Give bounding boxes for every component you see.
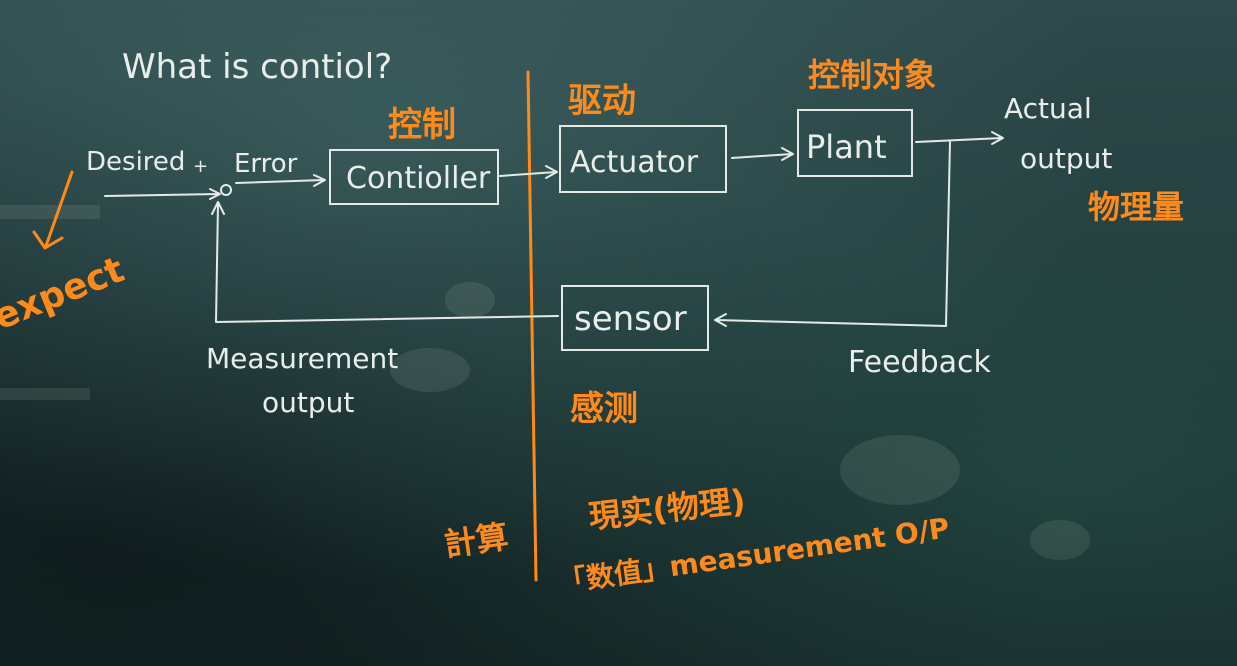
reality-annotation: 現实(物理) <box>587 482 747 536</box>
desired-arrow <box>104 188 221 200</box>
feedback-path <box>714 141 951 327</box>
physical-quantity-annotation: 物理量 <box>1088 188 1184 226</box>
actual-output-label-line2: output <box>1020 142 1112 175</box>
actual-output-label-line1: Actual <box>1004 92 1092 125</box>
actuator-annotation: 驱动 <box>568 81 636 121</box>
plant-label: Plant <box>806 128 887 166</box>
sensor-annotation: 感测 <box>570 389 638 429</box>
controller-label: Contioller <box>346 161 491 196</box>
expect-annotation: expect <box>0 249 130 338</box>
desired-label: Desired <box>86 147 185 177</box>
plant-block <box>797 109 913 177</box>
measurement-output-label-line1: Measurement <box>206 342 398 375</box>
measurement-path <box>211 201 559 323</box>
expect-arrow <box>32 170 74 250</box>
plant-annotation: 控制对象 <box>808 56 936 94</box>
feedback-label: Feedback <box>848 345 991 380</box>
controller-annotation: 控制 <box>388 105 456 145</box>
plus-sign: + <box>193 156 208 177</box>
controller-block <box>329 149 499 205</box>
chalk-smudges <box>0 205 1090 560</box>
actuator-plant-arrow <box>731 147 794 161</box>
summing-junction <box>220 184 232 196</box>
actuator-block <box>559 125 727 193</box>
actuator-label: Actuator <box>570 145 699 180</box>
compute-annotation: 計算 <box>442 517 511 564</box>
plant-output-arrow <box>915 131 1004 145</box>
controller-actuator-arrow <box>499 165 558 179</box>
sensor-block <box>561 285 709 351</box>
measurement-output-label-line2: output <box>262 386 354 419</box>
divider-line <box>526 70 538 582</box>
error-arrow <box>235 174 326 187</box>
board-title: What is contiol? <box>122 47 392 87</box>
error-label: Error <box>234 149 298 179</box>
sensor-label: sensor <box>574 299 687 339</box>
